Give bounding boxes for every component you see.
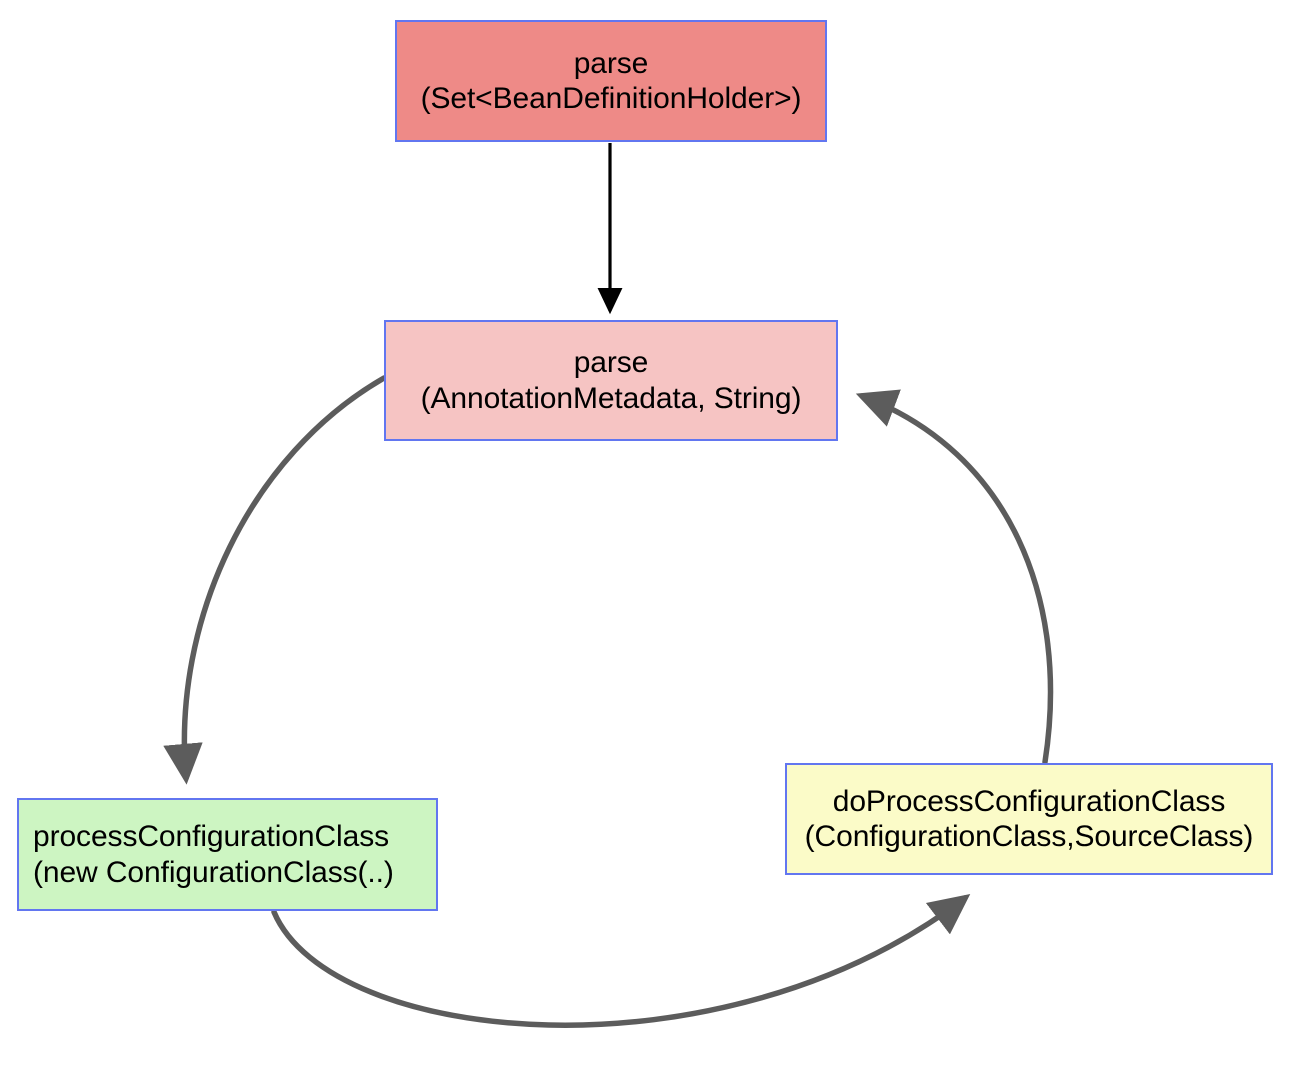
node-do-process-configuration-class-line2: (ConfigurationClass,SourceClass) (804, 820, 1254, 853)
node-parse-annotation-metadata[interactable]: parse (AnnotationMetadata, String) (384, 320, 838, 441)
edge-parse-meta-to-process-config (163, 375, 387, 785)
edge-do-process-config-to-parse-meta (855, 389, 1054, 765)
edge-process-config-to-do-process-config (271, 894, 971, 1028)
node-parse-annotation-metadata-line1: parse (573, 346, 649, 380)
node-process-configuration-class[interactable]: processConfigurationClass (new Configura… (17, 798, 438, 911)
node-process-configuration-class-line2: (new ConfigurationClass(..) (33, 855, 394, 889)
node-parse-set-line1: parse (573, 46, 649, 80)
node-do-process-configuration-class-line1: doProcessConfigurationClass (832, 784, 1226, 818)
node-do-process-configuration-class[interactable]: doProcessConfigurationClass (Configurati… (785, 763, 1273, 875)
node-parse-annotation-metadata-line2: (AnnotationMetadata, String) (420, 381, 802, 415)
node-parse-set[interactable]: parse (Set<BeanDefinitionHolder>) (395, 20, 827, 142)
node-parse-set-line2: (Set<BeanDefinitionHolder>) (420, 82, 802, 115)
node-process-configuration-class-line1: processConfigurationClass (33, 820, 390, 854)
